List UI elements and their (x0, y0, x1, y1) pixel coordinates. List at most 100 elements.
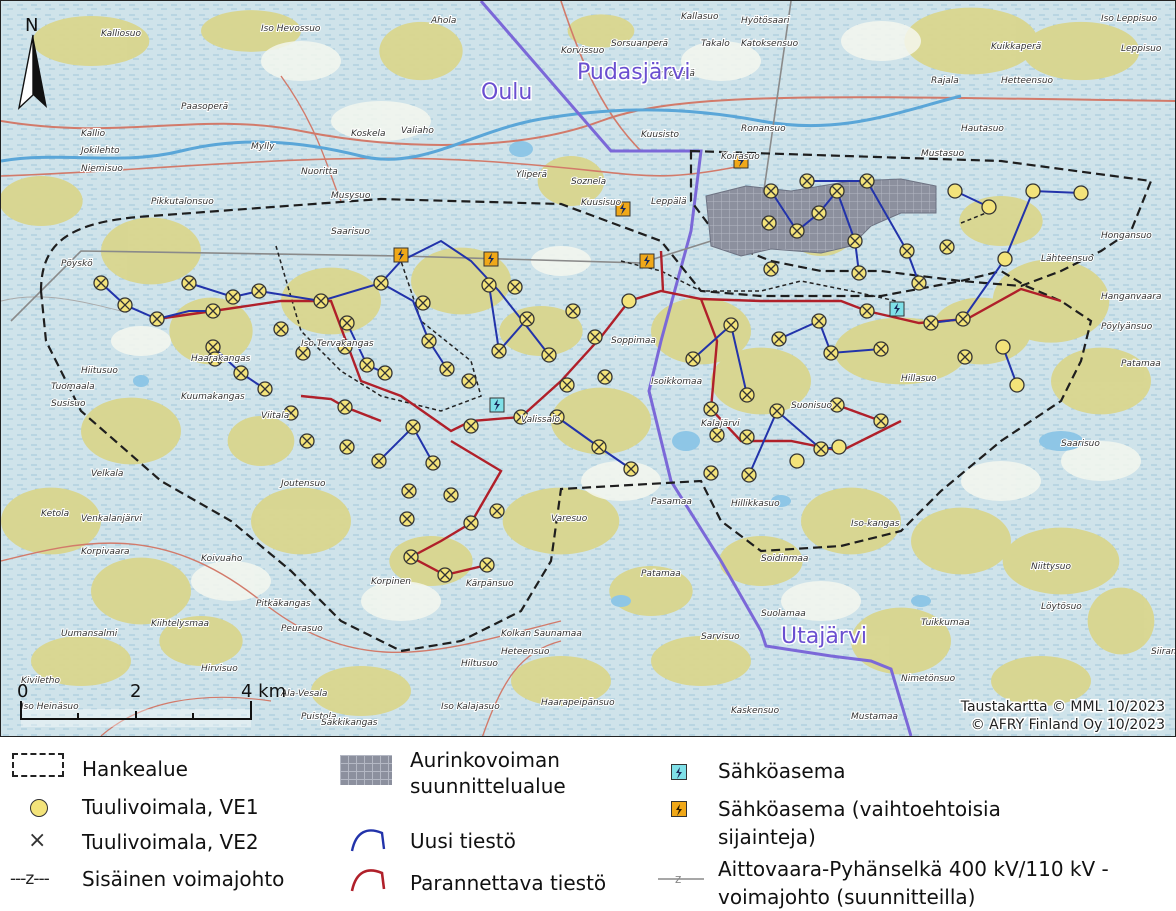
turbine-ve2-marker (811, 313, 827, 329)
municipal-border (479, 1, 913, 736)
place-label: Patamaa (1121, 359, 1161, 369)
turbine-ve2-marker (273, 321, 289, 337)
turbine-ve2-marker (401, 483, 417, 499)
turbine-ve2-marker (233, 365, 249, 381)
turbine-ve2-marker (823, 345, 839, 361)
place-label: Löytösuo (1041, 602, 1082, 612)
place-label: Varesuo (551, 514, 588, 524)
turbine-ve2-marker (923, 315, 939, 331)
place-label: Hillasuo (901, 374, 937, 384)
turbine-ve2-marker (955, 311, 971, 327)
turbine-ve2-marker (225, 289, 241, 305)
legend-label-sahkoasema: Sähköasema (718, 759, 846, 783)
place-label: Haarakangas (191, 354, 251, 364)
place-label: Hirvisuo (201, 664, 238, 674)
place-label: Saarisuo (1061, 439, 1100, 449)
place-label: Musysuo (331, 191, 371, 201)
place-label: Kiviletho (21, 676, 60, 686)
scale-tick-4km: 4 km (241, 681, 286, 702)
place-label: Koivuaho (201, 554, 243, 564)
municipality-label: Oulu (481, 80, 532, 105)
turbine-ve2-marker (205, 303, 221, 319)
place-label: Koirasuo (721, 152, 760, 162)
north-label: N (25, 15, 38, 36)
turbine-ve2-marker (859, 173, 875, 189)
north-arrow: N (17, 15, 47, 110)
place-label: Hongansuo (1101, 231, 1152, 241)
new-road-segment (807, 180, 920, 284)
turbine-ve2-marker (257, 381, 273, 397)
turbine-ve2-marker (813, 441, 829, 457)
turbine-ve2-marker (489, 503, 505, 519)
turbine-ve2-marker (829, 183, 845, 199)
place-label: Susisuo (51, 399, 86, 409)
place-label: Kaskensuo (731, 706, 780, 716)
turbine-ve2-marker (741, 467, 757, 483)
legend-boundary-symbol (12, 753, 64, 777)
legend-label-aittovaara: Aittovaara-Pyhänselkä 400 kV/110 kV -voi… (718, 857, 1109, 909)
new-road-segment (748, 409, 840, 476)
turbine-ve2-marker (703, 465, 719, 481)
place-label: Kuumakangas (181, 392, 245, 402)
new-road-segment (778, 319, 882, 355)
place-label: Iso Hevossuo (261, 24, 321, 34)
place-label: Kärpänsuo (466, 579, 514, 589)
turbine-ve2-marker (149, 311, 165, 327)
turbine-ve2-marker (811, 205, 827, 221)
project-boundary (39, 197, 1093, 653)
legend-label-sahkoasema-vaiht: Sähköasema (vaihtoehtoisia sijainteja) (718, 797, 1001, 849)
turbine-ve2-marker (299, 433, 315, 449)
turbine-ve2-marker (703, 401, 719, 417)
legend-label-uusi: Uusi tiestö (410, 829, 516, 853)
turbine-ve2-marker (829, 397, 845, 413)
turbine-ve2-marker (337, 399, 353, 415)
place-label: Saarisuo (331, 227, 370, 237)
turbine-ve2-marker (597, 369, 613, 385)
turbine-ve1-marker (831, 439, 847, 455)
turbine-ve2-marker (957, 349, 973, 365)
place-label: Hillikkasuo (731, 499, 780, 509)
substation-alt-icon (393, 247, 409, 263)
place-label: Niemisuo (81, 164, 123, 174)
turbine-ve2-marker (591, 439, 607, 455)
place-label: Kiihtelysmaa (151, 619, 209, 629)
turbine-ve2-marker (939, 239, 955, 255)
place-label: Venkalanjärvi (81, 514, 142, 524)
turbine-ve2-marker (399, 511, 415, 527)
new-road-segment (380, 282, 448, 370)
turbine-ve2-marker (371, 453, 387, 469)
turbine-ve2-marker (911, 275, 927, 291)
turbine-ve1-marker (1009, 377, 1025, 393)
turbine-ve2-marker (685, 351, 701, 367)
improved-road-segment (836, 403, 882, 423)
place-label: Kolkan Saunamaa (501, 629, 582, 639)
place-label: Siiransuo (1151, 647, 1176, 657)
turbine-ve2-marker (415, 295, 431, 311)
place-label: Isoikkomaa (651, 377, 702, 387)
turbine-ve2-marker (207, 351, 223, 367)
legend-internal-line-symbol: ---z--- (10, 869, 50, 889)
place-label: Mustasuo (921, 149, 965, 159)
turbine-ve2-marker (565, 303, 581, 319)
turbine-ve2-marker (723, 317, 739, 333)
place-label: Hautasuo (961, 124, 1004, 134)
substation-alt-icon (733, 153, 749, 169)
legend-ve2-symbol: × (28, 828, 47, 853)
place-label: Mustamaa (851, 712, 898, 722)
legend-ve1-symbol (30, 799, 48, 817)
legend-aittovaara-symbol: z (658, 867, 704, 891)
turbine-ve1-marker (995, 339, 1011, 355)
turbine-ve2-marker (439, 361, 455, 377)
place-label: Iso Tervakangas (301, 339, 374, 349)
open-land-patches (111, 21, 1141, 621)
place-label: Soppimaa (611, 336, 656, 346)
turbine-ve2-marker (443, 487, 459, 503)
scale-bar: 0 2 4 km (17, 681, 286, 727)
place-label: Puistola (301, 712, 336, 722)
turbine-ve2-marker (559, 377, 575, 393)
credit-afry: © AFRY Finland Oy 10/2023 (971, 717, 1165, 733)
place-label: Nuoritta (301, 167, 338, 177)
place-label: Paasoperä (181, 102, 228, 112)
